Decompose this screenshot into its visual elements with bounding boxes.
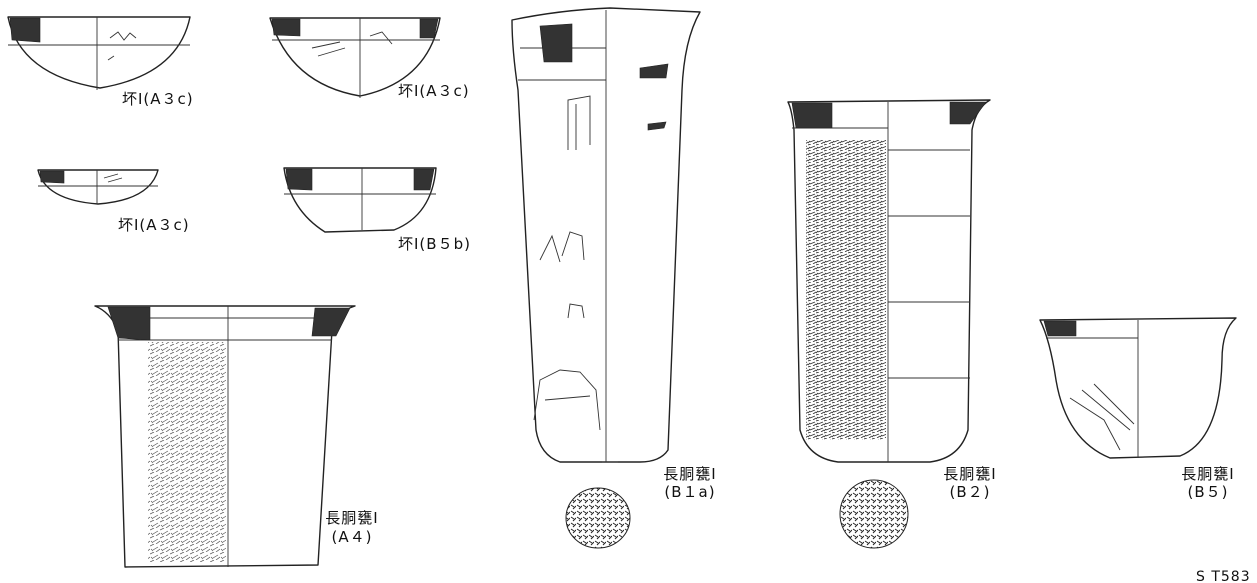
jar-b2-type: (B２) xyxy=(950,483,991,501)
jar-b1a-drawing xyxy=(511,7,701,549)
cup-2-drawing xyxy=(269,17,441,98)
site-code: S T583 xyxy=(1196,569,1251,583)
cup-2-label: 坏Ⅰ(A３c) xyxy=(398,82,470,100)
jar-a4-name: 長胴甕Ⅰ xyxy=(325,509,378,527)
cup-1-drawing xyxy=(7,16,191,90)
cup-1-label: 坏Ⅰ(A３c) xyxy=(122,90,194,108)
cup-3-drawing xyxy=(37,169,159,205)
jar-a4-drawing xyxy=(94,305,356,568)
jar-b5-drawing xyxy=(1039,317,1237,459)
cup-3-label: 坏Ⅰ(A３c) xyxy=(118,216,190,234)
jar-b1a-type: (B１a) xyxy=(664,483,715,501)
cup-4-label: 坏Ⅰ(B５b) xyxy=(398,235,471,253)
jar-b2-drawing xyxy=(787,99,991,549)
jar-b5-type: (B５) xyxy=(1188,483,1229,501)
cup-4-drawing xyxy=(283,167,437,233)
jar-b2-name: 長胴甕Ⅰ xyxy=(943,465,996,483)
jar-b5-name: 長胴甕Ⅰ xyxy=(1181,465,1234,483)
jar-b1a-name: 長胴甕Ⅰ xyxy=(663,465,716,483)
jar-a4-type: (A４) xyxy=(332,528,373,546)
